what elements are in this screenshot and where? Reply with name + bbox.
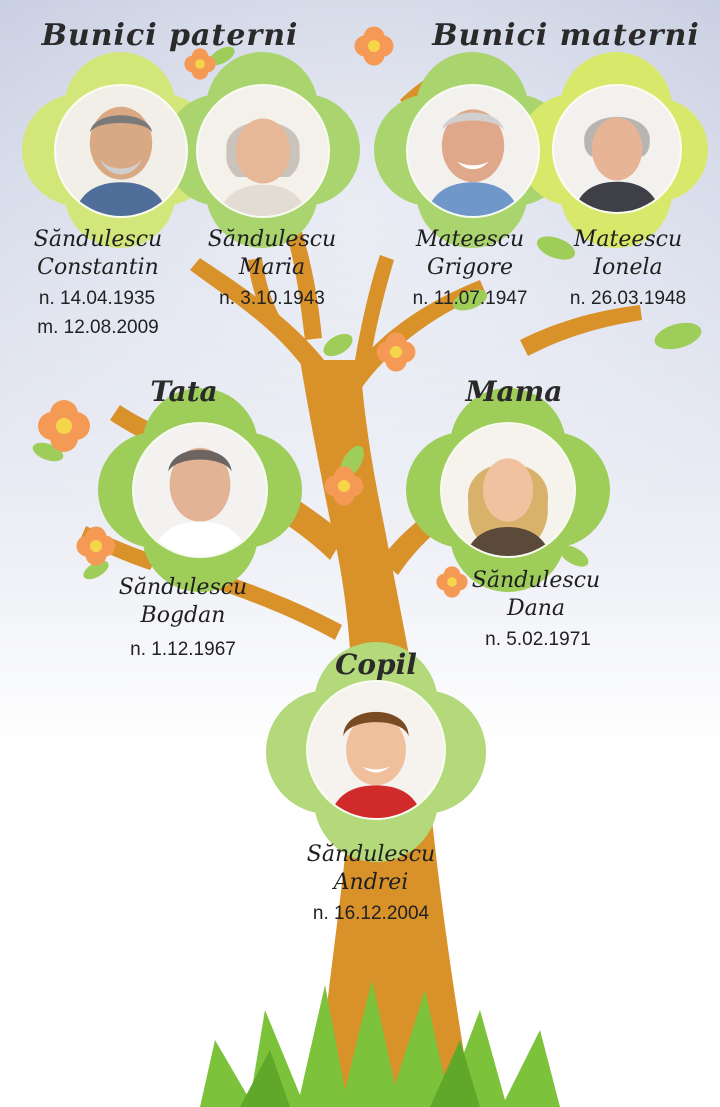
surname: Săndulescu xyxy=(118,575,248,600)
given-name: Dana xyxy=(506,596,566,621)
portrait-bogdan xyxy=(134,424,266,556)
name-ionela: Mateescu Ionela xyxy=(574,226,682,282)
birth-date-constantin: n. 14.04.1935 xyxy=(38,288,156,309)
birth-date-ionela: n. 26.03.1948 xyxy=(569,288,687,309)
name-maria: Săndulescu Maria xyxy=(208,226,336,282)
birth-date-andrei: n. 16.12.2004 xyxy=(312,903,430,924)
heading-child: Copil xyxy=(335,648,417,681)
surname: Săndulescu xyxy=(207,227,337,252)
birth-date-bogdan: n. 1.12.1967 xyxy=(130,639,236,660)
portrait-dana xyxy=(442,424,574,556)
given-name: Grigore xyxy=(427,255,513,280)
surname: Mateescu xyxy=(415,227,525,252)
given-name: Andrei xyxy=(333,870,409,895)
given-name: Ionela xyxy=(593,255,663,280)
name-andrei: Săndulescu Andrei xyxy=(307,841,435,897)
surname: Mateescu xyxy=(573,227,683,252)
given-name: Maria xyxy=(238,255,306,280)
death-date-constantin: m. 12.08.2009 xyxy=(37,317,159,338)
name-grigore: Mateescu Grigore xyxy=(416,226,524,282)
portrait-grigore xyxy=(408,86,538,216)
birth-date-dana: n. 5.02.1971 xyxy=(485,629,591,650)
heading-father: Tata xyxy=(150,375,218,408)
birth-date-grigore: n. 11.07.1947 xyxy=(412,288,528,309)
heading-mother: Mama xyxy=(465,375,563,408)
portrait-andrei xyxy=(308,682,444,818)
branch-upper-right xyxy=(345,280,486,390)
blossoms xyxy=(38,26,468,598)
surname: Săndulescu xyxy=(471,568,601,593)
name-bogdan: Săndulescu Bogdan xyxy=(119,574,247,630)
heading-maternal-grandparents: Bunici materni xyxy=(432,18,700,53)
heading-paternal-grandparents: Bunici paterni xyxy=(41,18,299,53)
surname: Săndulescu xyxy=(33,227,163,252)
portrait-constantin xyxy=(56,86,186,216)
given-name: Constantin xyxy=(37,255,159,280)
surname: Săndulescu xyxy=(306,842,436,867)
given-name: Bogdan xyxy=(140,603,226,628)
birth-date-maria: n. 3.10.1943 xyxy=(219,288,325,309)
name-constantin: Săndulescu Constantin xyxy=(34,226,162,282)
name-dana: Săndulescu Dana xyxy=(472,567,600,623)
portrait-maria xyxy=(198,86,328,216)
portrait-ionela xyxy=(554,86,680,212)
branch-upper-left xyxy=(190,258,328,380)
